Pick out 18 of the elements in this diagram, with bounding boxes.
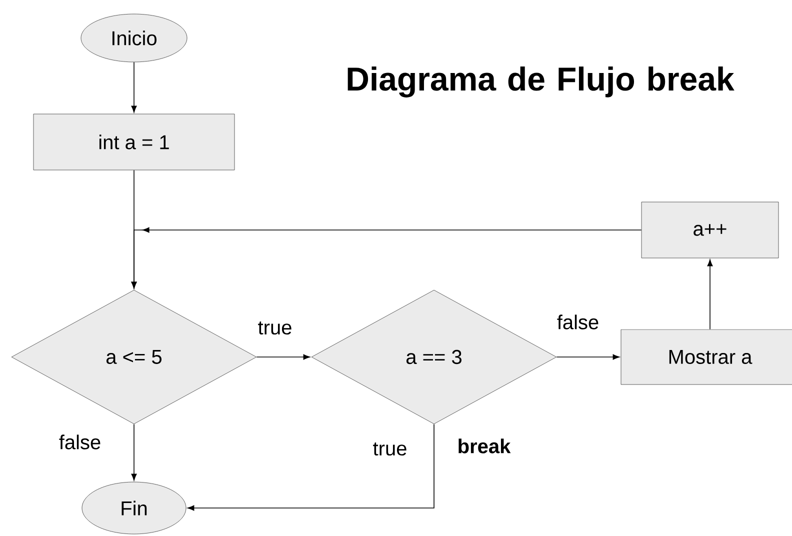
arrow [131,62,137,113]
terminal-oval: Fin [82,482,186,534]
arrow [256,354,310,360]
edge-label: true [256,320,294,336]
process-box: Mostrar a [620,329,792,385]
arrow [131,227,642,289]
process-box: int a = 1 [33,114,235,170]
branch-label: break [456,438,512,454]
arrow [707,259,713,330]
terminal-oval: Inicio [80,14,188,62]
edge-label: false [58,434,102,450]
process-box: a++ [641,202,779,258]
arrow [556,354,620,360]
arrow [131,424,137,481]
edge-label: false [556,314,600,330]
arrow [187,424,434,511]
title: Diagrama de Flujo break [348,66,734,98]
edge-label: true [372,441,408,457]
